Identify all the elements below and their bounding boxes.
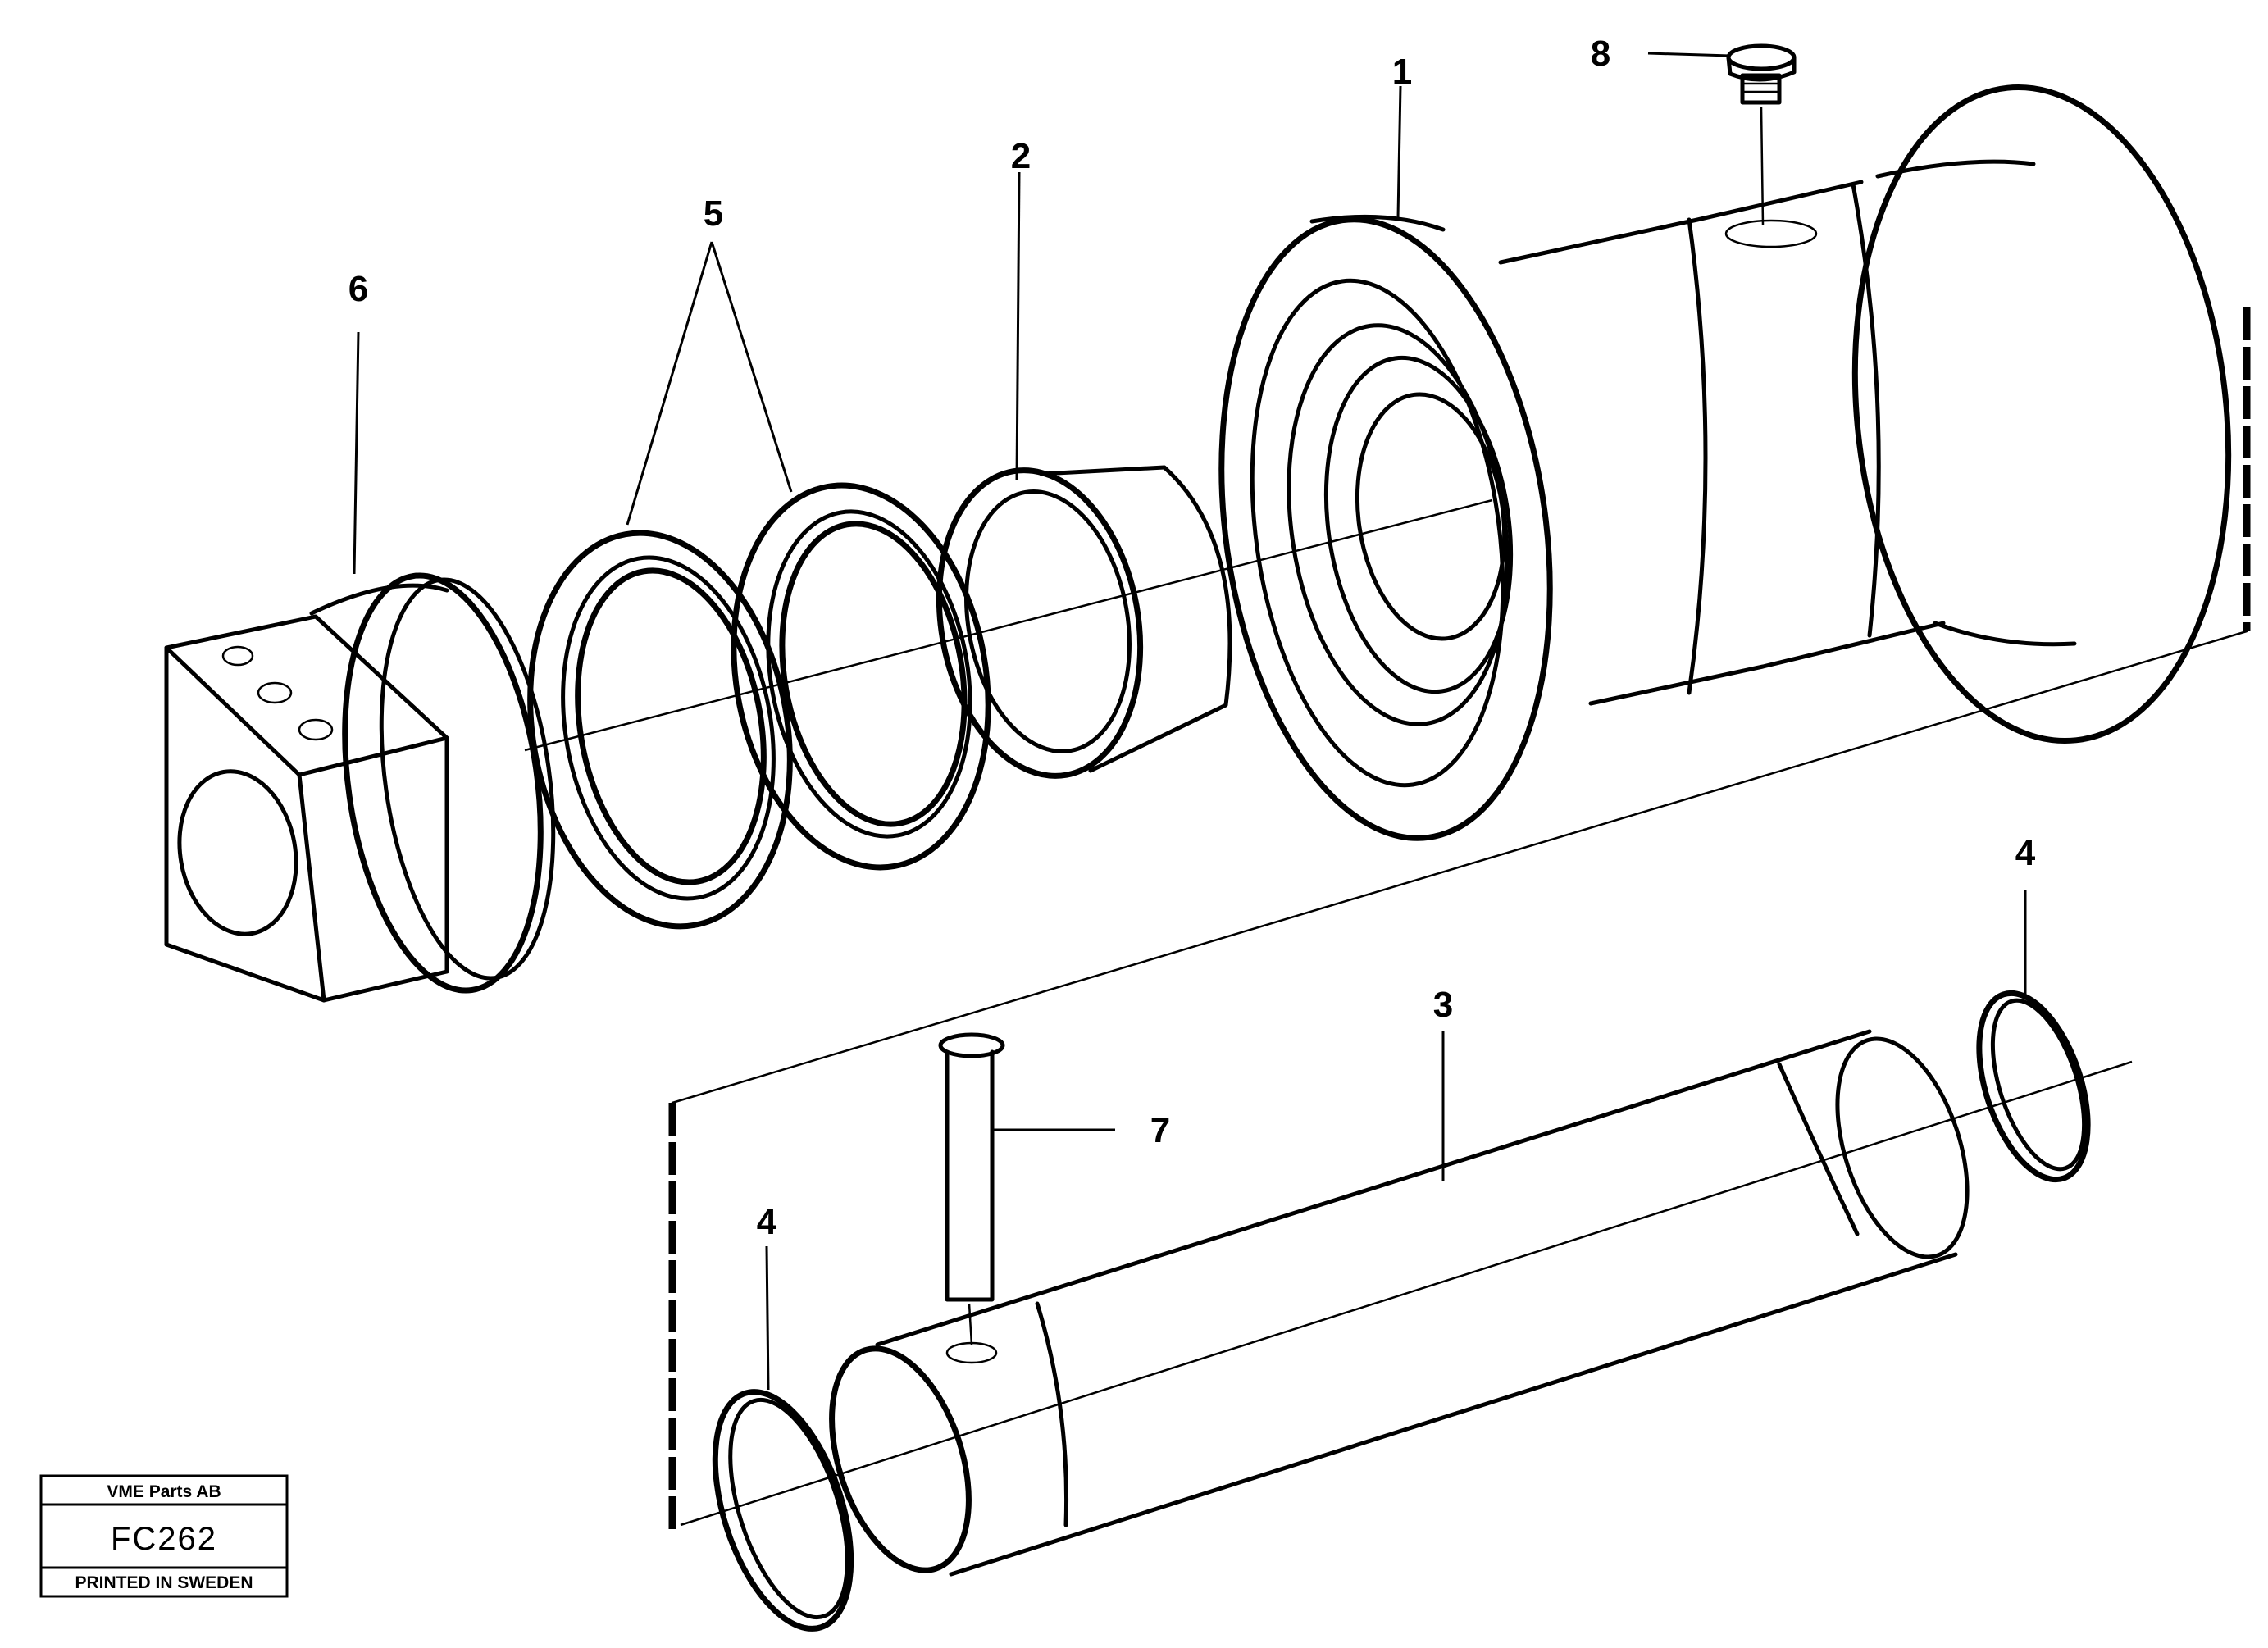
callout-5: 5 <box>704 193 723 234</box>
callout-4-right: 4 <box>2015 833 2036 873</box>
figure-code: FC262 <box>111 1521 217 1557</box>
leader-lines <box>353 52 2027 1391</box>
callout-4-left: 4 <box>757 1202 777 1242</box>
callout-1: 1 <box>1392 52 1412 92</box>
track-roller-body <box>1218 84 2232 841</box>
callout-6: 6 <box>348 269 368 309</box>
o-ring-right <box>1976 990 2091 1183</box>
bracket-block <box>164 572 556 1003</box>
shaft <box>829 1029 1970 1577</box>
o-ring-left <box>712 1389 854 1632</box>
pin <box>938 1032 1005 1345</box>
phantom-outline <box>668 307 2251 1529</box>
printed-in-label: PRINTED IN SWEDEN <box>75 1573 253 1592</box>
company-name: VME Parts AB <box>107 1482 221 1501</box>
callout-7: 7 <box>1150 1110 1170 1150</box>
plug-screw <box>1726 43 1797 226</box>
title-block: VME Parts AB FC262 PRINTED IN SWEDEN <box>39 1474 289 1598</box>
callout-3: 3 <box>1433 985 1453 1025</box>
bushing <box>936 465 1232 779</box>
callout-2: 2 <box>1011 136 1031 176</box>
seal-ring-a <box>731 482 991 871</box>
callout-8: 8 <box>1591 34 1610 74</box>
